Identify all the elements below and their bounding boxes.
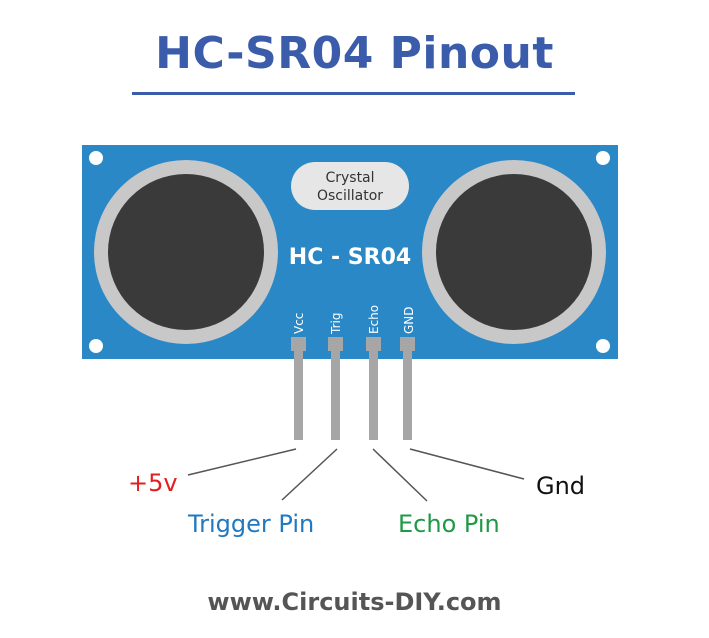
callout-echo: Echo Pin [398, 510, 500, 538]
mounting-hole-bottom-left [89, 339, 103, 353]
leader-line-vcc [187, 448, 297, 476]
crystal-oscillator [291, 162, 409, 210]
pin-pad-trig [328, 337, 343, 351]
pin-pad-echo [366, 337, 381, 351]
pin-pad-vcc [291, 337, 306, 351]
pin-label-trig: Trig [329, 313, 343, 335]
leader-line-gnd [409, 448, 525, 480]
pin-label-echo: Echo [367, 305, 381, 334]
pin-leg-echo [369, 351, 378, 440]
pin-leg-gnd [403, 351, 412, 440]
leader-line-trig [281, 448, 338, 501]
leader-line-echo [372, 448, 428, 502]
footer-website: www.Circuits-DIY.com [207, 588, 502, 616]
pin-label-gnd: GND [402, 306, 416, 334]
pin-label-vcc: Vcc [292, 313, 306, 334]
title-underline [132, 92, 575, 95]
callout-vcc: +5v [128, 469, 178, 497]
mounting-hole-top-left [89, 151, 103, 165]
mounting-hole-top-right [596, 151, 610, 165]
pin-leg-trig [331, 351, 340, 440]
callout-gnd: Gnd [536, 472, 585, 500]
pin-pad-gnd [400, 337, 415, 351]
transducer-left-core [108, 174, 264, 330]
pin-leg-vcc [294, 351, 303, 440]
crystal-label-line1: Crystal [325, 170, 374, 186]
transducer-right-core [436, 174, 592, 330]
mounting-hole-bottom-right [596, 339, 610, 353]
callout-trigger: Trigger Pin [187, 510, 314, 538]
page-title: HC-SR04 Pinout [155, 28, 554, 79]
module-model-label: HC - SR04 [289, 245, 411, 270]
crystal-label-line2: Oscillator [317, 188, 383, 204]
